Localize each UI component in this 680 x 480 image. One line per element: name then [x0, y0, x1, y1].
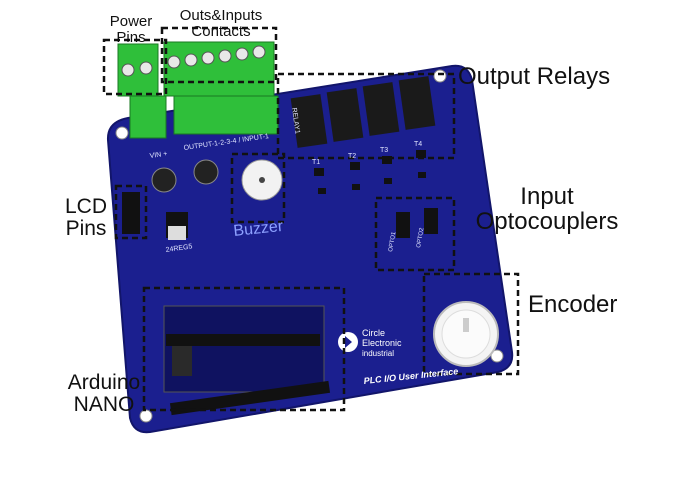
- transistors: [314, 150, 426, 194]
- optocoupler-2: [424, 208, 438, 234]
- optocoupler-1: [396, 212, 410, 238]
- silk-opto1: OPTO1: [388, 231, 398, 253]
- label-input-line1: Input: [520, 183, 574, 210]
- label-power-pins-line2: Pins: [116, 28, 146, 46]
- label-lcd-pins: LCD Pins: [56, 195, 116, 241]
- dashed-io: [160, 26, 278, 84]
- silk-t2: T2: [348, 153, 356, 160]
- label-arduino-line1: Arduino: [67, 371, 141, 394]
- label-arduino-line2: NANO: [73, 393, 135, 417]
- buzzer-label: Buzzer: [233, 218, 285, 240]
- label-power-pins: Power Pins: [104, 14, 158, 46]
- label-power-pins-line1: Power: [109, 13, 153, 30]
- power-terminal: [117, 43, 167, 139]
- silk-opto2: OPTO2: [416, 227, 426, 249]
- logo-text-2: Electronic: [362, 338, 402, 348]
- label-input-optocouplers: Input Optocouplers: [462, 183, 632, 236]
- label-encoder: Encoder: [528, 291, 618, 318]
- dashed-encoder: [422, 272, 520, 376]
- logo-text-3: industrial: [362, 349, 394, 358]
- silk-relay: RELAY1: [290, 107, 301, 134]
- lcd-header: [122, 192, 140, 234]
- logo-text-1: Circle: [362, 328, 385, 338]
- label-lcd-line2: Pins: [65, 217, 107, 241]
- dashed-power-pins: [102, 38, 168, 96]
- dashed-buzzer: [230, 152, 286, 224]
- label-outs-inputs: Outs&Inputs Contacts: [162, 8, 280, 40]
- mount-hole: [115, 126, 129, 140]
- dashed-opto: [374, 196, 456, 272]
- silk-regulator: 24REG5: [165, 243, 193, 254]
- label-outs-inputs-line2: Contacts: [191, 22, 251, 40]
- label-lcd-line1: LCD: [64, 195, 107, 218]
- arduino-nano: [163, 305, 331, 416]
- relay-bank: [290, 76, 436, 148]
- silk-t3: T3: [380, 147, 388, 154]
- silk-t4: T4: [414, 141, 422, 148]
- capacitors: [151, 159, 219, 193]
- io-terminal: [163, 41, 279, 135]
- mount-hole: [433, 69, 447, 83]
- encoder-knob: [433, 301, 499, 367]
- mount-hole: [490, 349, 504, 363]
- label-output-relays: Output Relays: [458, 63, 611, 90]
- label-arduino-nano: Arduino NANO: [64, 371, 144, 417]
- dashed-lcd: [114, 184, 148, 240]
- silk-t1: T1: [312, 159, 320, 166]
- label-input-line2: Optocouplers: [475, 208, 619, 236]
- label-outs-inputs-line1: Outs&Inputs: [179, 7, 263, 24]
- dashed-arduino: [142, 286, 346, 412]
- silk-vin: VIN +: [149, 151, 168, 160]
